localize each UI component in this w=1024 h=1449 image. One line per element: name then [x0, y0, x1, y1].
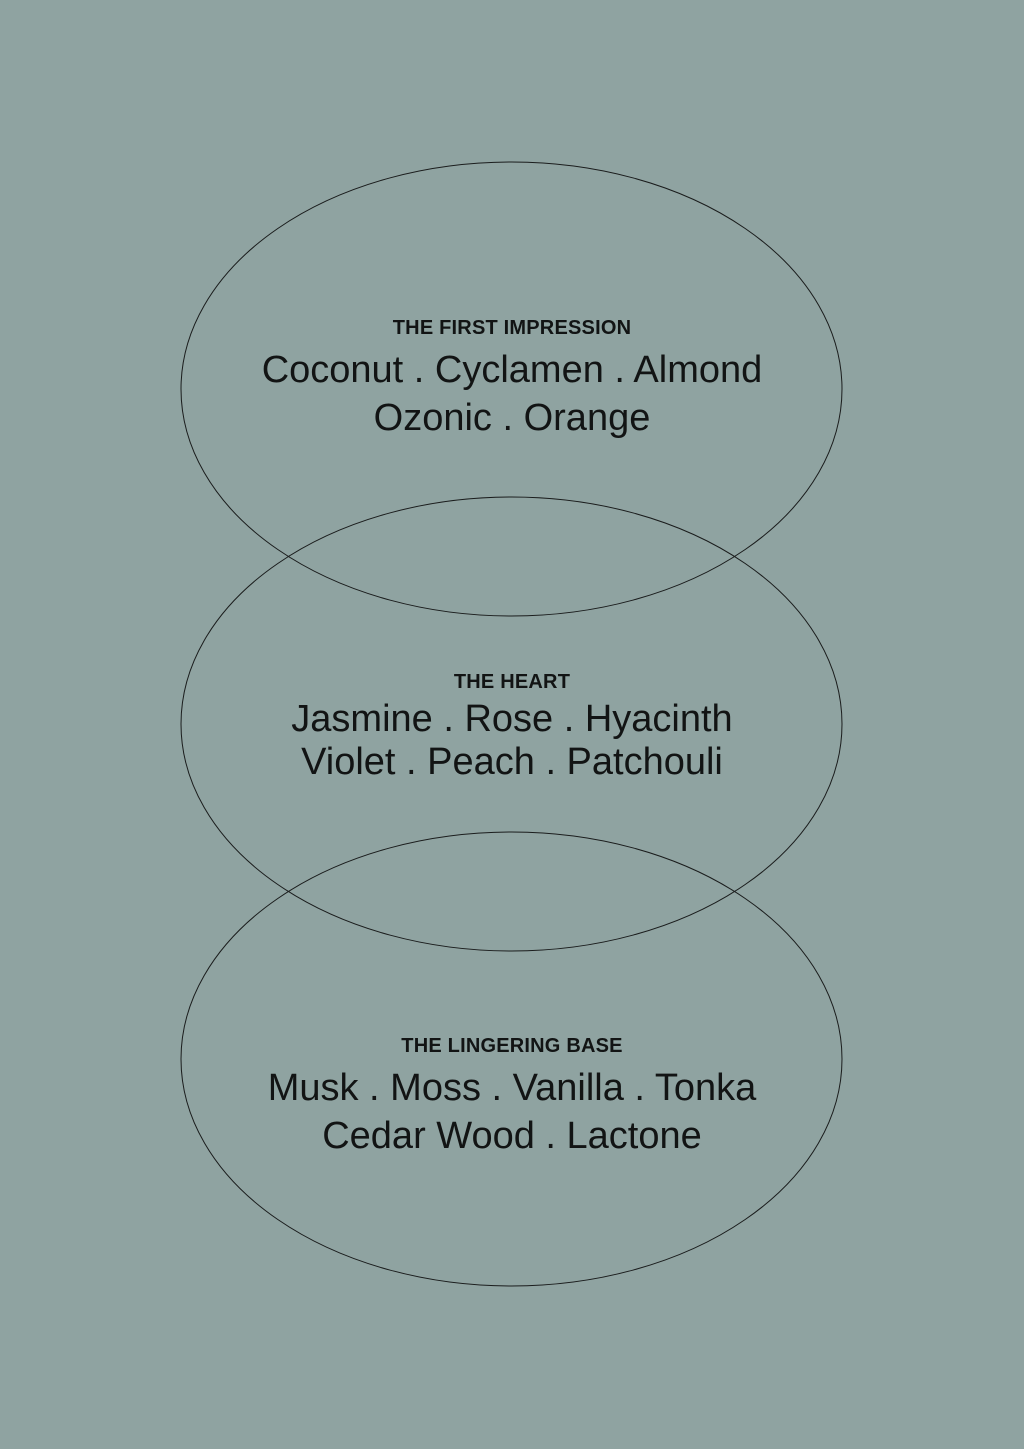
- section-title: THE LINGERING BASE: [401, 1035, 623, 1057]
- section-lingering-base: THE LINGERING BASE Musk . Moss . Vanilla…: [0, 1034, 1024, 1160]
- notes-line-1: Coconut . Cyclamen . Almond: [261, 349, 763, 391]
- ellipse-top: [180, 161, 843, 617]
- notes-line-1: Jasmine . Rose . Hyacinth: [291, 698, 733, 740]
- notes-line-1: Musk . Moss . Vanilla . Tonka: [267, 1067, 757, 1109]
- ellipse-middle: [180, 496, 843, 952]
- notes-line-2: Cedar Wood . Lactone: [322, 1115, 702, 1157]
- section-heart: THE HEART Jasmine . Rose . Hyacinth Viol…: [0, 670, 1024, 782]
- notes-line-2: Ozonic . Orange: [373, 397, 651, 439]
- section-title: THE FIRST IMPRESSION: [392, 317, 632, 339]
- section-first-impression: THE FIRST IMPRESSION Coconut . Cyclamen …: [0, 316, 1024, 442]
- section-title: THE HEART: [453, 671, 571, 693]
- notes-line-2: Violet . Peach . Patchouli: [301, 741, 723, 783]
- ellipse-bottom: [180, 831, 843, 1287]
